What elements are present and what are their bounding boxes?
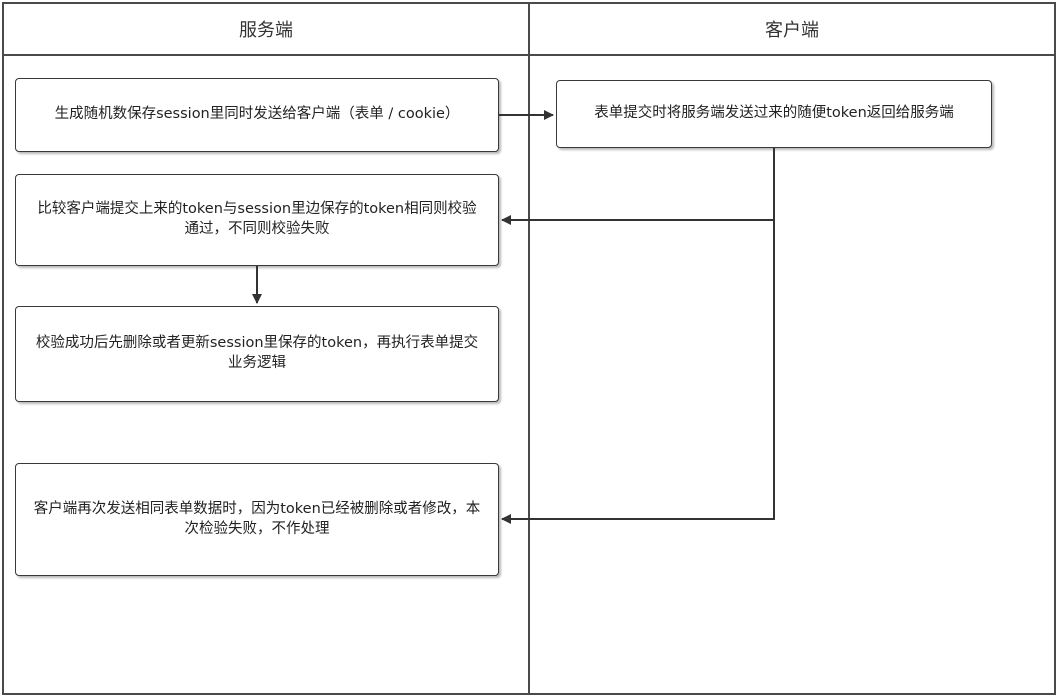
step-generate-token: 生成随机数保存session里同时发送给客户端（表单 / cookie） [15, 78, 499, 152]
step-client-submit-token: 表单提交时将服务端发送过来的随便token返回给服务端 [556, 80, 992, 148]
step-generate-token-text: 生成随机数保存session里同时发送给客户端（表单 / cookie） [54, 106, 460, 123]
step-delete-token-execute-text: 校验成功后先删除或者更新session里保存的token，再执行表单提交业务逻辑 [35, 335, 479, 371]
step-compare-token: 比较客户端提交上来的token与session里边保存的token相同则校验通过… [15, 174, 499, 266]
step-resubmit-fail: 客户端再次发送相同表单数据时，因为token已经被删除或者修改，本次检验失败，不… [15, 463, 499, 576]
step-delete-token-execute: 校验成功后先删除或者更新session里保存的token，再执行表单提交业务逻辑 [15, 306, 499, 402]
step-resubmit-fail-text: 客户端再次发送相同表单数据时，因为token已经被删除或者修改，本次检验失败，不… [33, 500, 481, 537]
step-compare-token-text: 比较客户端提交上来的token与session里边保存的token相同则校验通过… [37, 201, 477, 237]
step-client-submit-token-text: 表单提交时将服务端发送过来的随便token返回给服务端 [594, 105, 954, 122]
server-lane-header: 服务端 [4, 4, 528, 56]
client-lane-header: 客户端 [530, 4, 1054, 56]
